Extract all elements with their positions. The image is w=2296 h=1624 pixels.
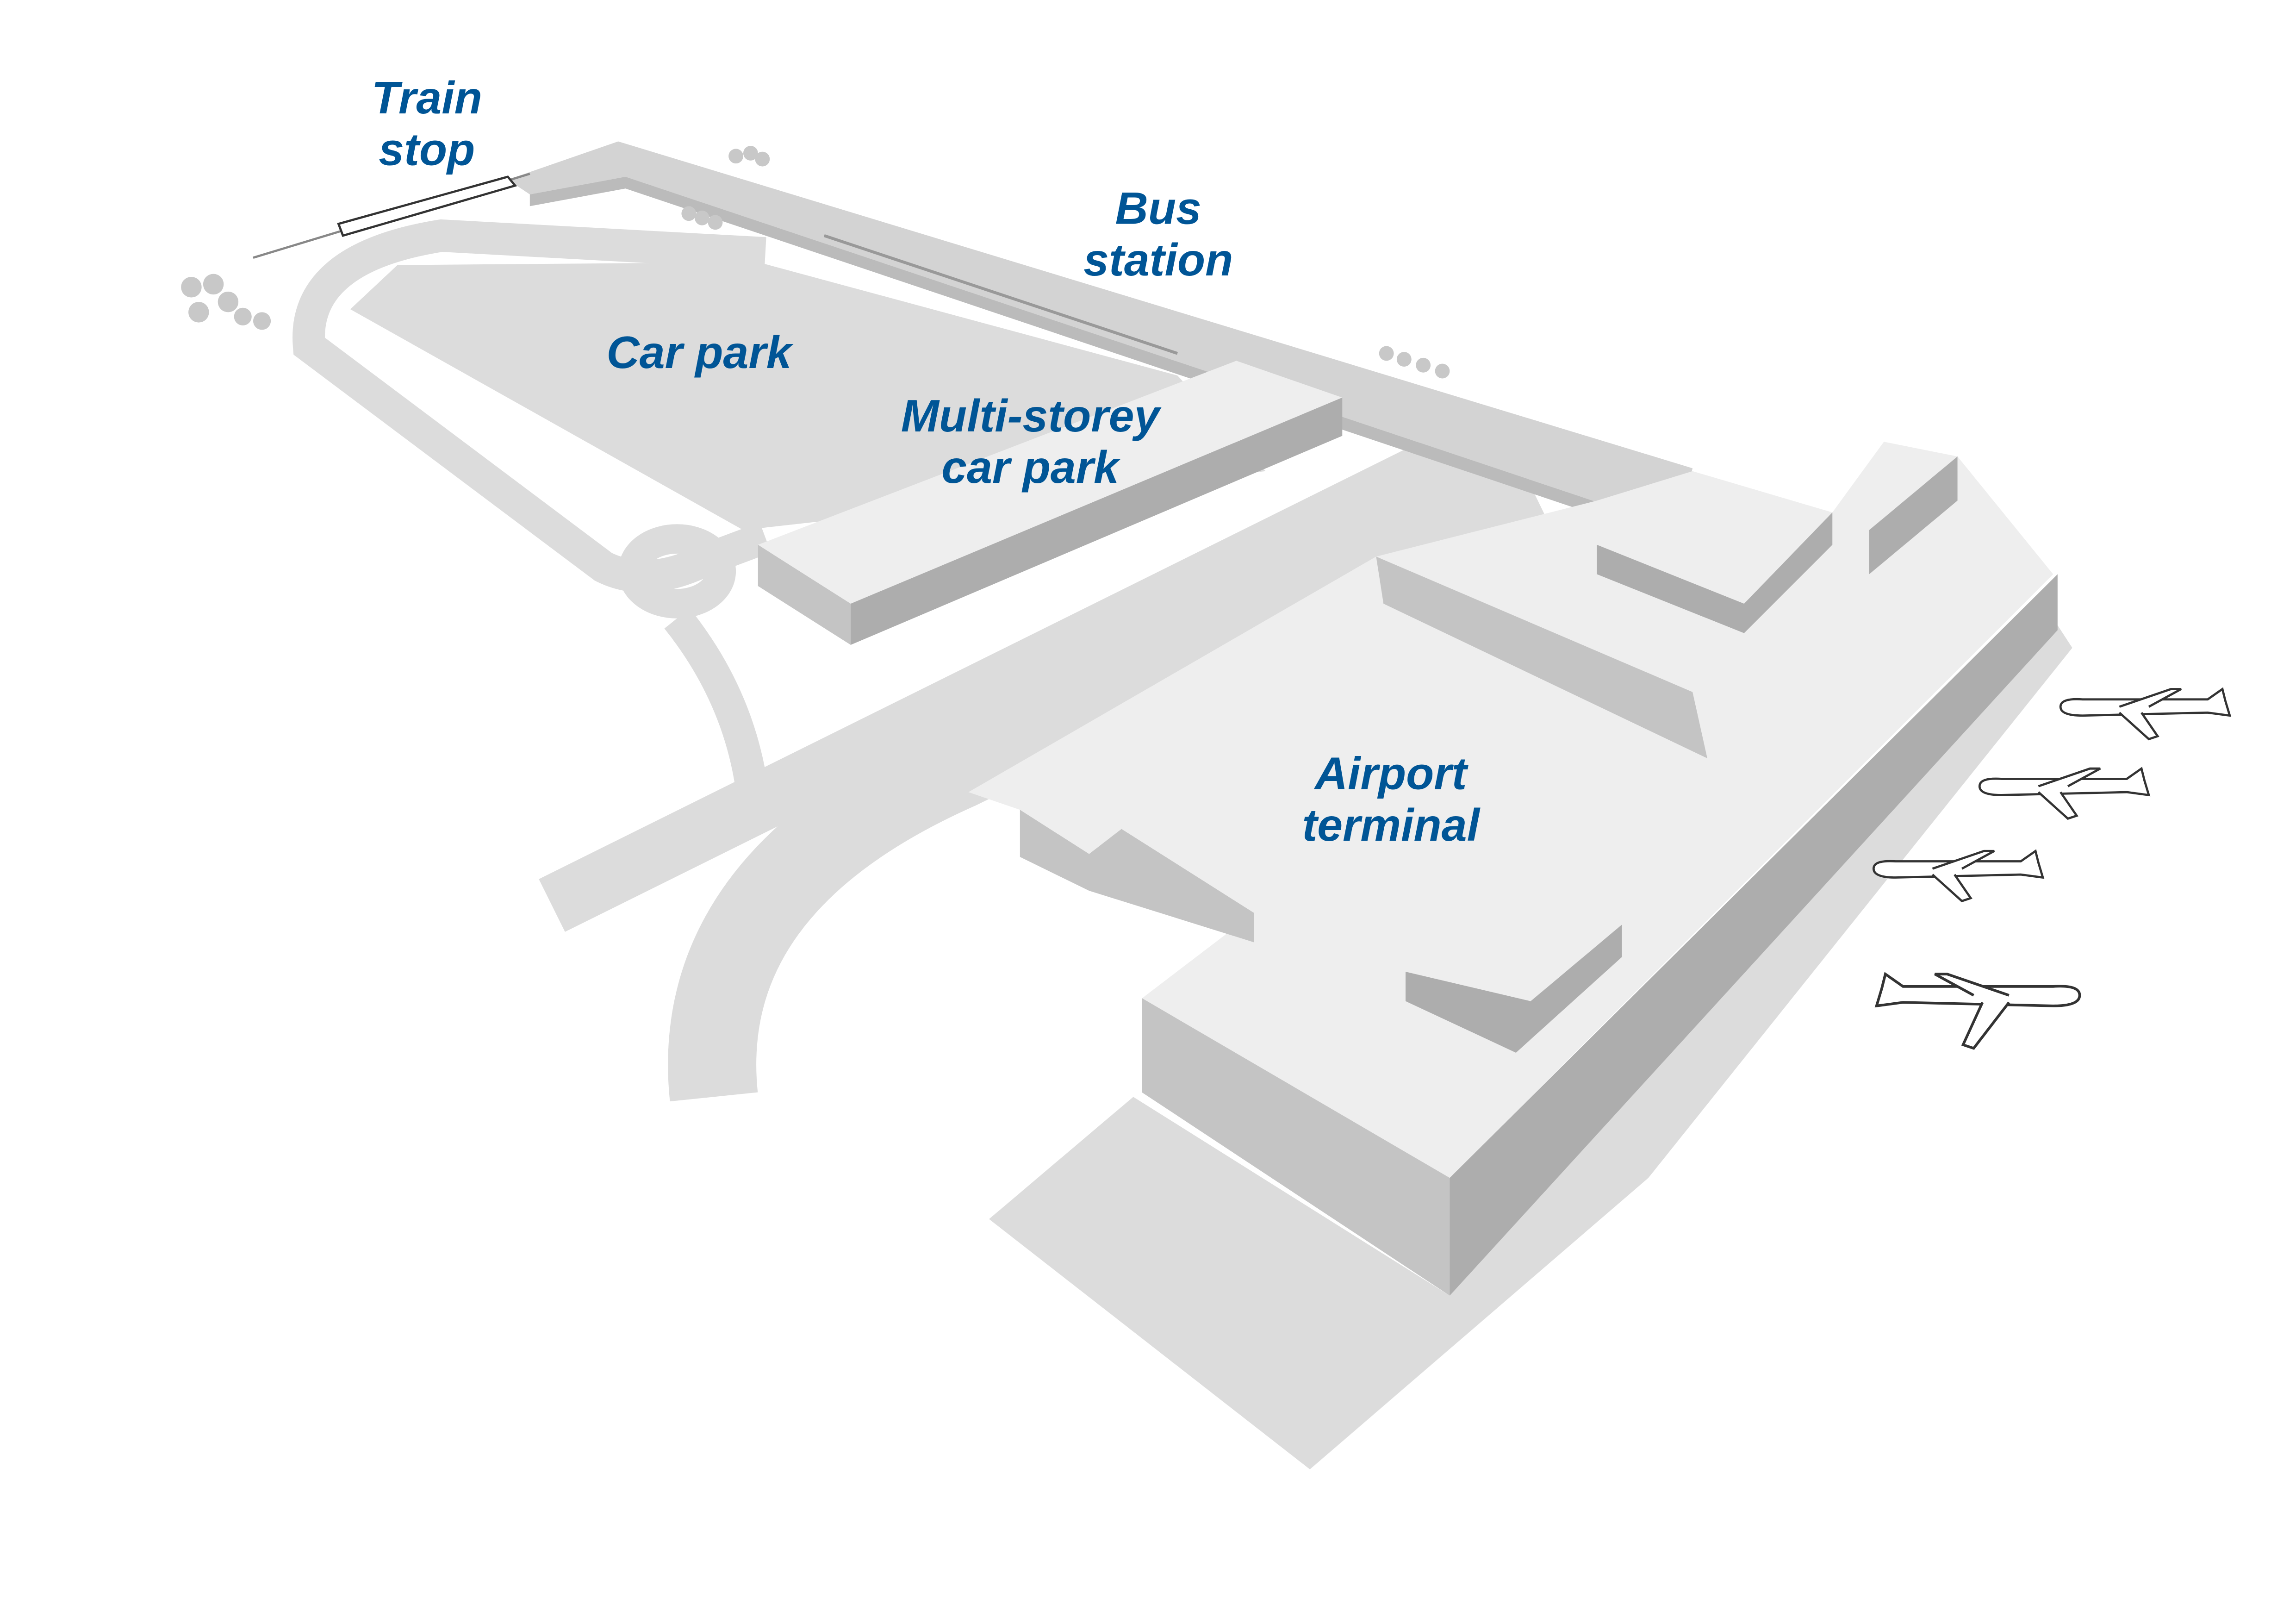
airplane-icon <box>1872 849 2045 903</box>
airport-terminal-building <box>968 442 2058 1296</box>
terminal-ground-shadow <box>989 618 2072 1469</box>
curved-access-road <box>668 446 1550 1102</box>
side-road <box>664 608 767 783</box>
roads <box>292 219 1550 1102</box>
roundabout <box>618 524 736 618</box>
airplane-icon <box>2059 687 2232 741</box>
car-park-loop-road <box>292 219 771 593</box>
bus-station <box>508 141 1693 523</box>
multi-storey-car-park-building <box>758 361 1343 645</box>
tree-icon <box>181 145 1450 379</box>
train-icon <box>253 173 530 259</box>
airplane-icon <box>1978 767 2151 820</box>
label-car-park: Car park <box>607 327 794 378</box>
airplane-icon <box>1874 972 2081 1050</box>
access-road <box>539 415 1500 932</box>
airplanes <box>1872 687 2232 1050</box>
